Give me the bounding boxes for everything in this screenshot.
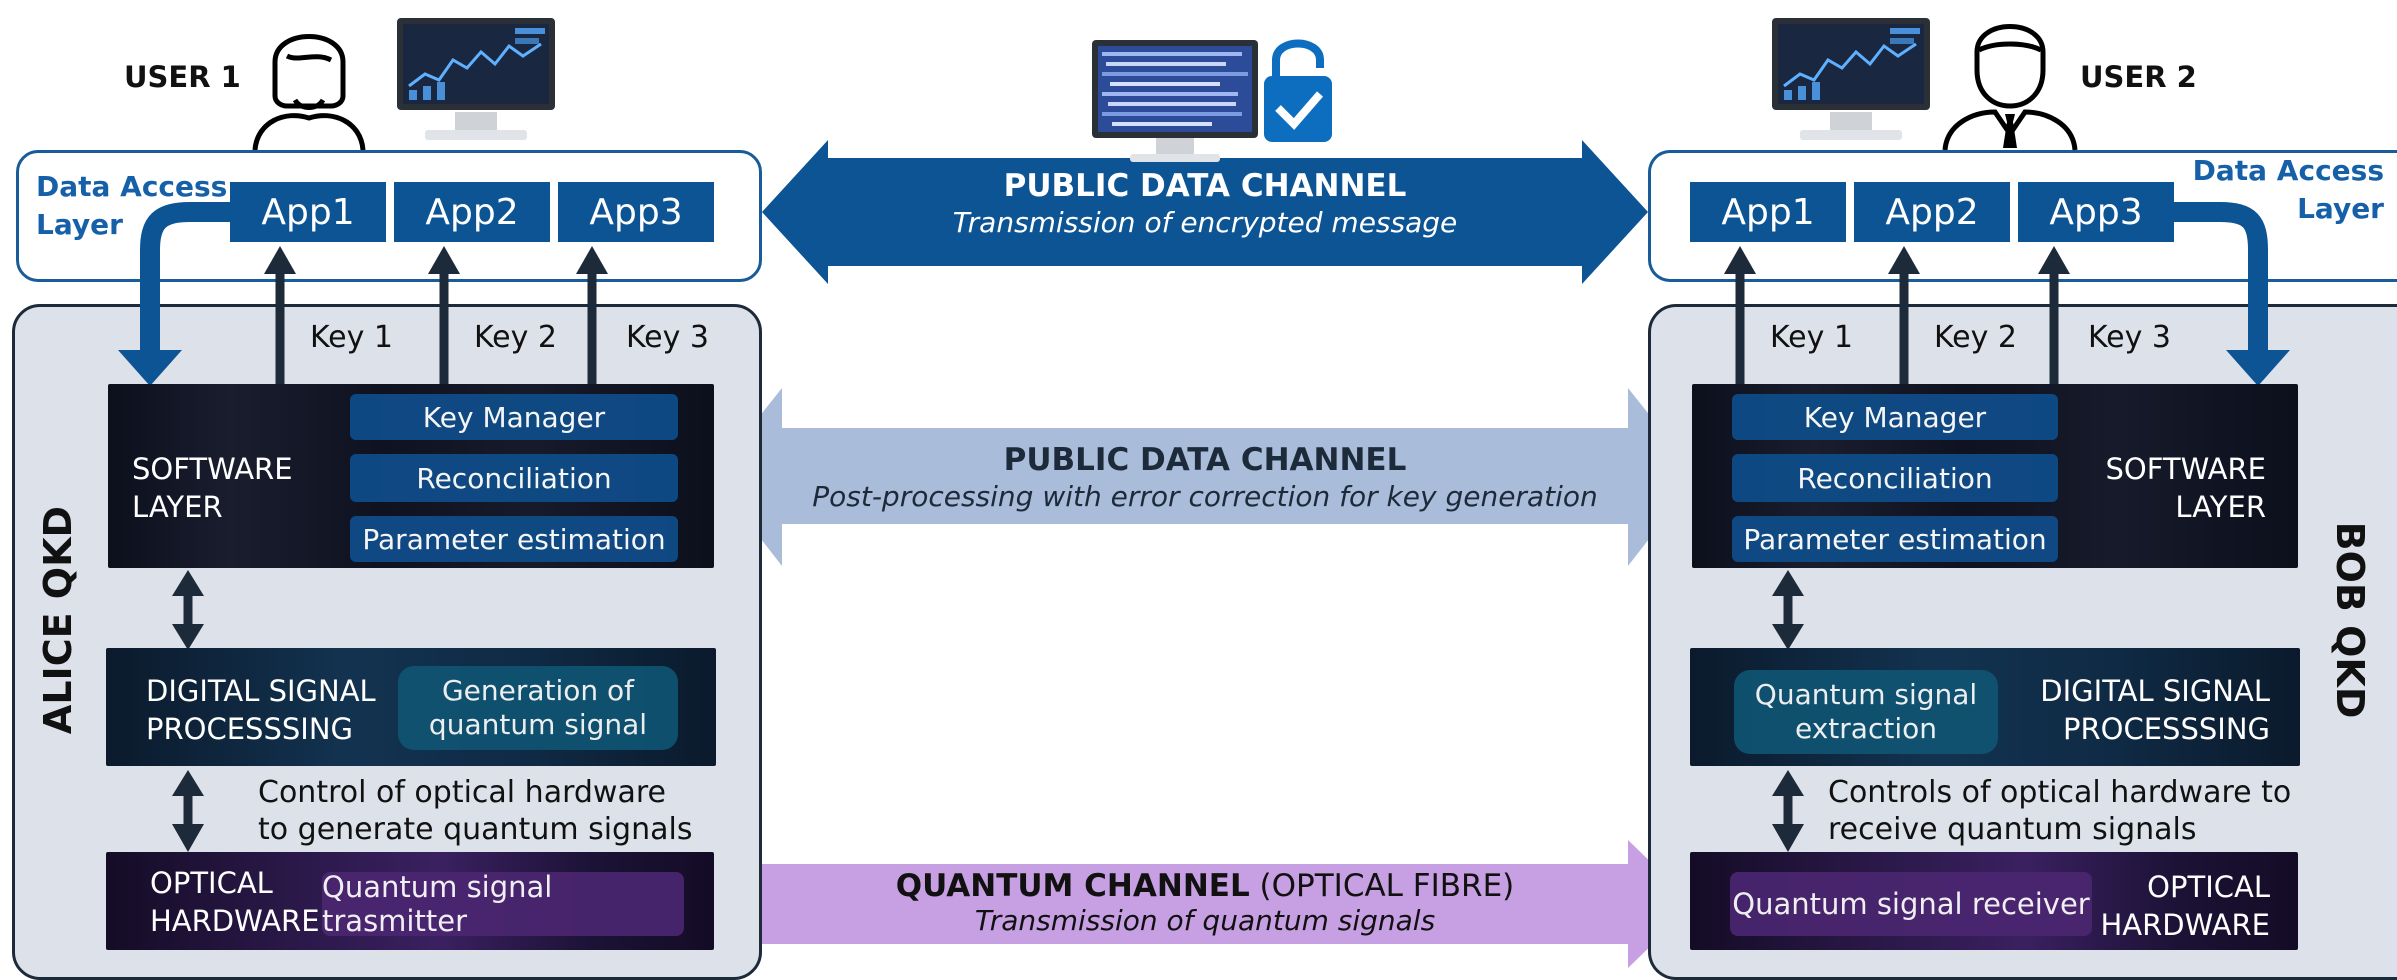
alice-key1-arrow <box>264 246 296 384</box>
bob-receiver-box: Quantum signal receiver <box>1730 872 2092 936</box>
bob-key3-arrow <box>2038 246 2070 384</box>
public-channel-mid-arrow <box>712 388 1698 566</box>
bob-app1[interactable]: App1 <box>1690 182 1846 242</box>
alice-optical-label-line1: OPTICAL <box>150 866 273 900</box>
bob-access-label-line1: Data Access <box>2192 154 2384 187</box>
padlock-check-icon <box>1264 39 1332 142</box>
bob-sw-dsp-double-arrow <box>1772 570 1804 650</box>
alice-key-manager-box: Key Manager <box>350 394 678 440</box>
alice-control-line1: Control of optical hardware <box>258 775 666 810</box>
male-user-icon <box>1942 24 2078 150</box>
bob-access-label-line2: Layer <box>2297 192 2384 225</box>
alice-dsp-label-line1: DIGITAL SIGNAL <box>146 674 376 708</box>
bob-software-label: SOFTWARE LAYER <box>2100 450 2266 526</box>
bob-control-line1: Controls of optical hardware to <box>1828 775 2292 810</box>
quantum-channel-title-rest: (OPTICAL FIBRE) <box>1249 868 1515 904</box>
bob-optical-label-line1: OPTICAL <box>2147 870 2270 904</box>
alice-generation-line1: Generation of <box>441 674 635 707</box>
alice-access-label-line2: Layer <box>36 208 123 241</box>
alice-key-delivery-arrow <box>140 202 230 354</box>
bob-key1-label: Key 1 <box>1770 320 1854 355</box>
public-channel-mid-subtitle: Post-processing with error correction fo… <box>812 480 1598 513</box>
user2-label: USER 2 <box>2080 60 2197 94</box>
bob-access-label: Data Access Layer <box>2170 152 2384 228</box>
alice-software-label: SOFTWARE LAYER <box>132 450 293 526</box>
public-channel-mid-title: PUBLIC DATA CHANNEL <box>1003 442 1407 478</box>
bob-key3-label: Key 3 <box>2088 320 2172 355</box>
bob-optical-label: OPTICAL HARDWARE <box>2080 868 2270 944</box>
alice-app2[interactable]: App2 <box>394 182 550 242</box>
public-channel-top-subtitle: Transmission of encrypted message <box>952 206 1458 239</box>
dashboard-monitor-icon <box>397 18 555 140</box>
bob-key-delivery-arrow <box>2174 202 2268 354</box>
public-channel-top-title: PUBLIC DATA CHANNEL <box>1003 168 1407 204</box>
bob-extraction-line1: Quantum signal <box>1754 678 1978 711</box>
bob-reconciliation-box: Reconciliation <box>1732 454 2058 502</box>
alice-optical-label-line2: HARDWARE <box>150 904 320 938</box>
bob-optical-label-line2: HARDWARE <box>2100 908 2270 942</box>
alice-key3-arrow <box>576 246 608 384</box>
user1-label: USER 1 <box>124 60 241 94</box>
alice-app1[interactable]: App1 <box>230 182 386 242</box>
alice-arrows <box>118 202 608 852</box>
alice-dsp-label: DIGITAL SIGNAL PROCESSSING <box>146 672 376 748</box>
bob-control-text: Controls of optical hardware to receive … <box>1828 774 2291 848</box>
dashboard-monitor-icon <box>1772 18 1930 140</box>
bob-key-delivery-arrowhead <box>2226 350 2290 386</box>
alice-app3[interactable]: App3 <box>558 182 714 242</box>
bob-app2[interactable]: App2 <box>1854 182 2010 242</box>
bob-key2-arrow <box>1888 246 1920 384</box>
alice-control-line2: to generate quantum signals <box>258 812 693 847</box>
alice-software-label-line1: SOFTWARE <box>132 452 293 486</box>
bob-app3[interactable]: App3 <box>2018 182 2174 242</box>
bob-dsp-label-line2: PROCESSSING <box>2063 712 2270 746</box>
alice-key2-arrow <box>428 246 460 384</box>
public-channel-top-arrow <box>762 140 1648 284</box>
alice-access-label: Data Access Layer <box>36 168 227 244</box>
alice-generation-line2: quantum signal <box>428 708 648 741</box>
bob-key1-arrow <box>1724 246 1756 384</box>
alice-key-delivery-arrowhead <box>118 350 182 386</box>
alice-generation-box: Generation of quantum signal <box>398 666 678 750</box>
alice-key2-label: Key 2 <box>474 320 558 355</box>
bob-extraction-line2: extraction <box>1795 712 1937 745</box>
alice-key1-label: Key 1 <box>310 320 394 355</box>
bob-parameter-estimation-box: Parameter estimation <box>1732 516 2058 562</box>
encrypted-monitor-icon <box>1092 40 1258 162</box>
bob-dsp-label: DIGITAL SIGNAL PROCESSSING <box>2020 672 2270 748</box>
alice-key3-label: Key 3 <box>626 320 710 355</box>
bob-dsp-opt-double-arrow <box>1772 770 1804 852</box>
alice-dsp-label-line2: PROCESSSING <box>146 712 353 746</box>
alice-software-label-line2: LAYER <box>132 490 223 524</box>
quantum-channel-title: QUANTUM CHANNEL (OPTICAL FIBRE) <box>760 868 1650 904</box>
bob-software-label-line1: SOFTWARE <box>2105 452 2266 486</box>
bob-arrows <box>1724 202 2290 852</box>
alice-reconciliation-box: Reconciliation <box>350 454 678 502</box>
alice-dsp-opt-double-arrow <box>172 770 204 852</box>
alice-transmitter-box: Quantum signal trasmitter <box>322 870 684 938</box>
alice-sw-dsp-double-arrow <box>172 570 204 650</box>
bob-key2-label: Key 2 <box>1934 320 2018 355</box>
female-user-icon <box>252 34 366 150</box>
bob-software-label-line2: LAYER <box>2175 490 2266 524</box>
alice-access-label-line1: Data Access <box>36 170 228 203</box>
bob-dsp-label-line1: DIGITAL SIGNAL <box>2040 674 2270 708</box>
alice-parameter-estimation-box: Parameter estimation <box>350 516 678 562</box>
alice-optical-label: OPTICAL HARDWARE <box>150 864 320 940</box>
quantum-channel-arrow <box>712 840 1694 968</box>
bob-control-line2: receive quantum signals <box>1828 812 2197 847</box>
quantum-channel-title-bold: QUANTUM CHANNEL <box>895 868 1250 904</box>
bob-extraction-box: Quantum signal extraction <box>1734 670 1998 754</box>
alice-control-text: Control of optical hardware to generate … <box>258 774 692 848</box>
bob-key-manager-box: Key Manager <box>1732 394 2058 440</box>
quantum-channel-subtitle: Transmission of quantum signals <box>974 904 1436 937</box>
